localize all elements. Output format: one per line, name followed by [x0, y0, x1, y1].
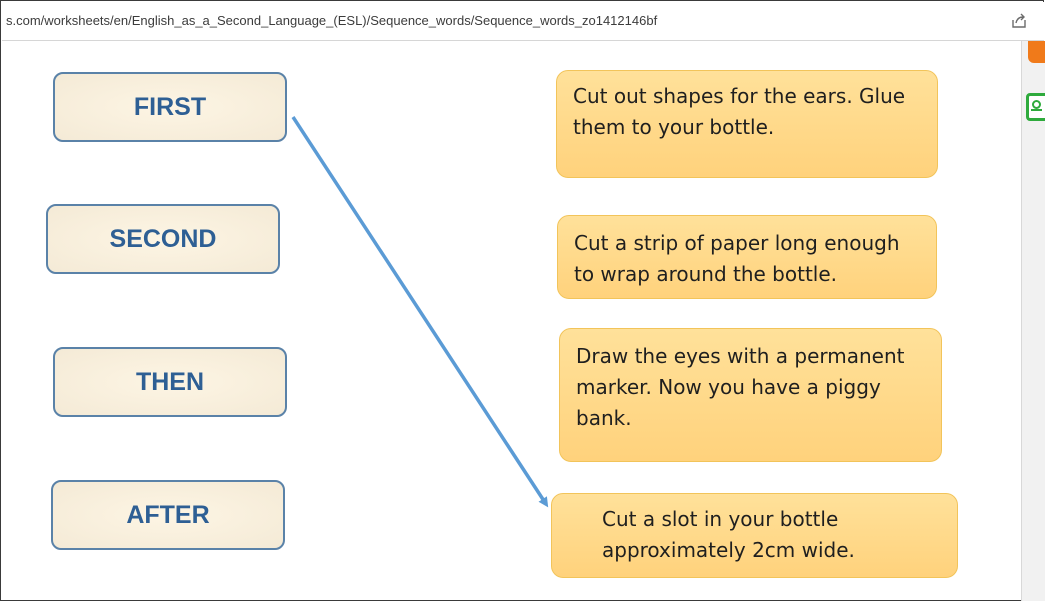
word-box-second[interactable]: SECOND — [46, 204, 280, 274]
url-text[interactable]: s.com/worksheets/en/English_as_a_Second_… — [6, 13, 658, 28]
sentence-2-text: Cut a strip of paper long enough to wrap… — [574, 231, 900, 286]
sentence-1-text: Cut out shapes for the ears. Glue them t… — [573, 84, 906, 139]
green-worksheet-icon[interactable] — [1026, 93, 1045, 121]
orange-tab-icon[interactable] — [1028, 41, 1045, 63]
sentence-4-text: Cut a slot in your bottle approximately … — [602, 507, 855, 562]
word-then-label: THEN — [135, 367, 205, 396]
sentence-box-3[interactable]: Draw the eyes with a permanent marker. N… — [559, 328, 942, 462]
sentence-box-1[interactable]: Cut out shapes for the ears. Glue them t… — [556, 70, 938, 178]
share-icon[interactable] — [1010, 12, 1028, 30]
word-box-first[interactable]: FIRST — [53, 72, 287, 142]
word-second-label: SECOND — [109, 224, 217, 253]
sentence-3-text: Draw the eyes with a permanent marker. N… — [576, 344, 905, 430]
word-box-then[interactable]: THEN — [53, 347, 287, 417]
sentence-box-4[interactable]: Cut a slot in your bottle approximately … — [551, 493, 958, 578]
word-first-label: FIRST — [133, 92, 207, 121]
sentence-box-2[interactable]: Cut a strip of paper long enough to wrap… — [557, 215, 937, 299]
word-after-label: AFTER — [126, 500, 210, 529]
side-panel — [1021, 41, 1045, 601]
word-box-after[interactable]: AFTER — [51, 480, 285, 550]
address-bar[interactable]: s.com/worksheets/en/English_as_a_Second_… — [2, 2, 1044, 41]
